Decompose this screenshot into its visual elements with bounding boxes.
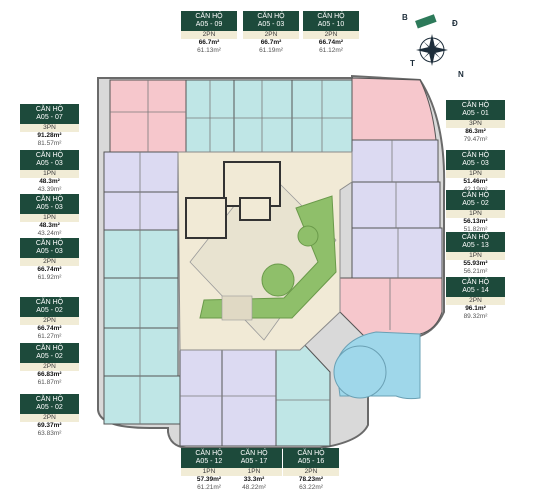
unit-lav-right-1	[351, 139, 439, 183]
interior-walls	[110, 80, 399, 424]
unit-teal-left-1	[103, 229, 179, 279]
compass-b: B	[402, 13, 408, 22]
unit-teal-left-4	[103, 375, 181, 425]
unit-lav-left-2	[103, 191, 179, 231]
unit-teal-left-2	[103, 277, 179, 329]
compass-icon	[415, 14, 448, 66]
unit-lav-right-3	[351, 227, 443, 279]
lawn-circle-small	[297, 225, 319, 247]
lawn-circle	[261, 263, 295, 297]
compass-t: T	[410, 59, 415, 68]
compass-d: Đ	[452, 19, 458, 28]
unit-teal-top-2	[233, 79, 293, 153]
core	[185, 161, 281, 239]
unit-lav-bottom-1	[179, 349, 223, 447]
unit-teal-left-3	[103, 327, 179, 377]
lawn-ring	[199, 195, 337, 319]
unit-lav-left-1	[103, 151, 179, 193]
unit-pink-top-right	[351, 77, 437, 141]
pool-curve	[333, 345, 387, 399]
compass-n: N	[458, 70, 464, 79]
unit-lav-bottom-2	[221, 349, 277, 447]
paved-grid	[221, 295, 253, 321]
